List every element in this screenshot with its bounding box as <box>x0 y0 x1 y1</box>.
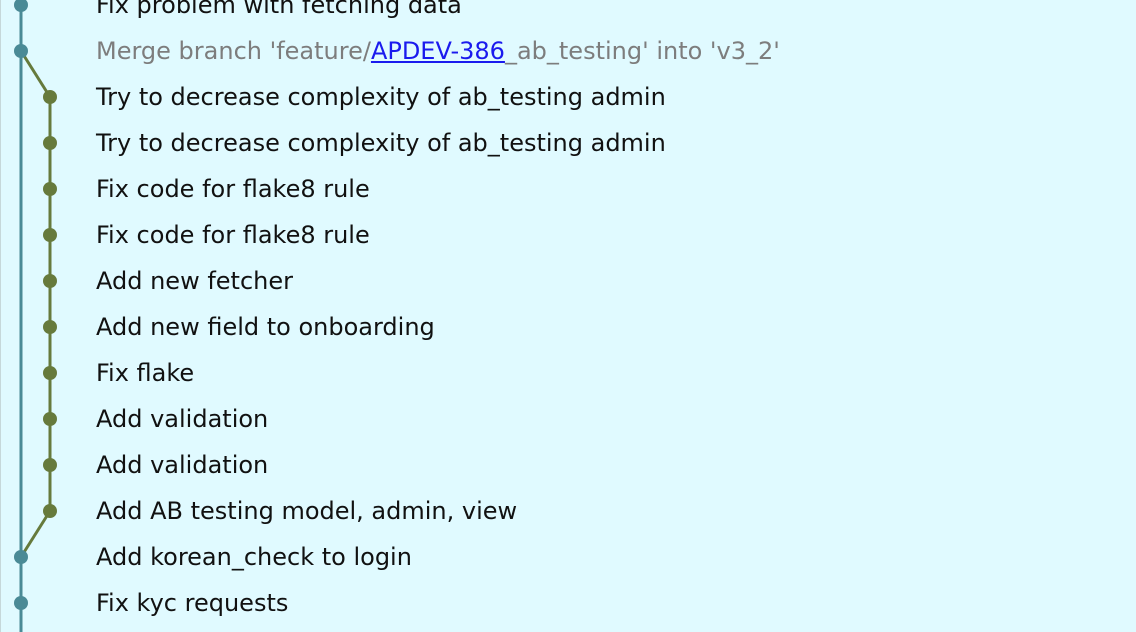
ticket-link[interactable]: APDEV-386 <box>370 37 505 65</box>
merge-text-before: Merge branch 'feature/ <box>96 37 371 65</box>
commit-row-merge[interactable]: Merge branch 'feature/APDEV-386_ab_testi… <box>0 28 1136 74</box>
commit-row[interactable]: Fix kyc requests <box>0 580 1136 626</box>
commit-row[interactable]: Fix code for flake8 rule <box>0 212 1136 258</box>
commit-row[interactable]: Fix problem with fetching data <box>0 0 1136 28</box>
commit-message: Fix flake <box>96 359 195 387</box>
commit-message: Merge branch 'feature/APDEV-386_ab_testi… <box>96 36 780 66</box>
commit-dot <box>43 366 57 380</box>
panel-edge <box>0 0 1 632</box>
commit-message: Add validation <box>96 451 269 479</box>
commit-message: Add new fetcher <box>96 267 293 295</box>
commit-message: Try to decrease complexity of ab_testing… <box>96 83 666 111</box>
commit-graph <box>14 0 57 632</box>
commit-row[interactable]: Fix flake <box>0 350 1136 396</box>
commit-dot <box>43 504 57 518</box>
commit-dot <box>14 0 28 12</box>
commit-row[interactable]: Add validation <box>0 396 1136 442</box>
commit-dot <box>43 458 57 472</box>
commit-message: Add AB testing model, admin, view <box>96 497 518 525</box>
commit-dot <box>43 228 57 242</box>
commit-message: Try to decrease complexity of ab_testing… <box>96 129 666 157</box>
commit-dot <box>43 320 57 334</box>
commit-row[interactable]: Add AB testing model, admin, view <box>0 488 1136 534</box>
commit-message: Fix problem with fetching data <box>96 0 462 19</box>
merge-connector <box>19 50 52 98</box>
commit-row[interactable]: Fix code for flake8 rule <box>0 166 1136 212</box>
commit-message: Fix kyc requests <box>96 589 289 617</box>
commit-message: Fix code for flake8 rule <box>96 175 370 203</box>
commit-row[interactable]: Add korean_check to login <box>0 534 1136 580</box>
commit-message: Add validation <box>96 405 269 433</box>
commit-row[interactable]: Add new field to onboarding <box>0 304 1136 350</box>
commit-dot <box>14 44 28 58</box>
commit-dot <box>43 182 57 196</box>
commit-row[interactable]: Add validation <box>0 442 1136 488</box>
commit-dot <box>43 274 57 288</box>
commit-message: Fix code for flake8 rule <box>96 221 370 249</box>
merge-text-after: _ab_testing' into 'v3_2' <box>504 37 780 65</box>
commit-dot <box>14 596 28 610</box>
commit-row[interactable]: Try to decrease complexity of ab_testing… <box>0 120 1136 166</box>
commit-dot <box>43 90 57 104</box>
commit-dot <box>14 550 28 564</box>
commit-row[interactable]: Try to decrease complexity of ab_testing… <box>0 74 1136 120</box>
branch-connector <box>19 510 52 558</box>
commit-dot <box>43 136 57 150</box>
commit-message: Add new field to onboarding <box>96 313 435 341</box>
commit-row[interactable]: Add new fetcher <box>0 258 1136 304</box>
commit-message: Add korean_check to login <box>96 543 412 571</box>
commit-dot <box>43 412 57 426</box>
